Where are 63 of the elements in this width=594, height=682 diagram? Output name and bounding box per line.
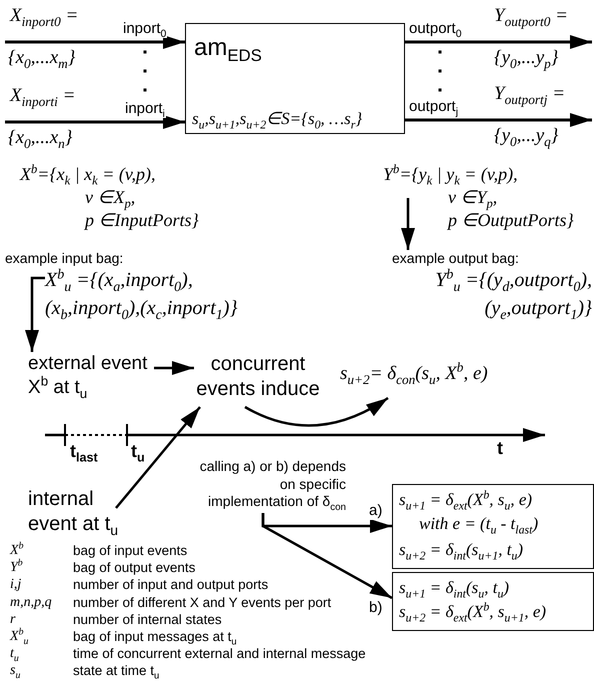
port-formula: {y$_{0}$,...y$_{p}$} xyxy=(494,48,558,69)
arrow xyxy=(244,396,389,427)
edge-label: a) xyxy=(368,503,384,520)
arrow xyxy=(401,198,415,250)
port-formula: {y$_{0}$,...y$_{q}$} xyxy=(494,126,558,147)
state-set: s$_{u}$,s$_{u+1}$,s$_{u+2}$∈S={s$_{0}$, …s$_{r}$} xyxy=(192,108,362,129)
bag-formula: X$^{b}$$_{u}$ ={(x$_{a}$,inport$_{0}$), (x$_{b}$,inport$_{0}$),(x$_{c}$,inport$_{1}$)} xyxy=(45,266,238,322)
description-text: bag of input events xyxy=(73,543,188,558)
arrow xyxy=(405,35,592,49)
axis-label: t xyxy=(497,438,503,459)
edge-label: inport$_{0}$ xyxy=(122,21,168,38)
event-label: internal event at t$_{u}$ xyxy=(28,487,138,543)
event-label: external event X$^{b}$ at t$_{u}$ xyxy=(28,352,154,408)
example-heading: example input bag: xyxy=(5,250,124,266)
description-text: bag of output events xyxy=(73,560,196,576)
description-text: bag of input messages at t$_{u}$ xyxy=(73,629,237,644)
case-box xyxy=(392,484,594,569)
description-text: state at time t$_{u}$ xyxy=(73,663,160,678)
arrow xyxy=(5,35,185,49)
formula: s$_{u+2}$ = δ$_{ext}$(X$^{b}$, s$_{u+1}$, e) xyxy=(399,600,548,624)
symbol-text: r xyxy=(10,612,16,628)
axis-label: t$_{last}$ xyxy=(70,441,98,462)
formula: s$_{u+2}$= δ$_{con}$(s$_{u}$, X$^{b}$, e) xyxy=(340,362,525,398)
port-formula: X$_{inport}$$_{i}$ = xyxy=(10,86,76,107)
model-name: am$_{EDS}$ xyxy=(194,34,262,62)
formula: with e = (t$_{u}$ - t$_{last}$) xyxy=(418,513,540,536)
symbol-text: s$_{u}$ xyxy=(10,663,20,680)
edge-label: b) xyxy=(368,600,384,616)
description-text: number of internal states xyxy=(73,612,222,627)
symbol-text: i,j xyxy=(10,577,22,594)
set-definition: X$^{b}$={x$_{k}$ | x$_{k}$ = (v,p), v ∈X$_{p}$, p ∈InputPorts} xyxy=(20,163,250,235)
arrow xyxy=(5,115,185,129)
event-label: concurrent events induce xyxy=(194,352,322,407)
arrow xyxy=(154,361,194,375)
port-formula: {x$_{0}$,...x$_{n}$} xyxy=(8,128,72,149)
formula: s$_{u+1}$ = δ$_{int}$(s$_{u}$, t$_{u}$) xyxy=(399,577,510,600)
symbol-text: X$^{b}$ xyxy=(10,543,24,558)
edge-label: outport$_{j}$ xyxy=(408,99,460,116)
example-heading: example output bag: xyxy=(392,250,520,266)
edge-label: outport$_{0}$ xyxy=(408,21,463,38)
bag-formula: Y$^{b}$$_{u}$ ={(y$_{d}$,outport$_{0}$), (y$_{e}$,outport$_{1}$)} xyxy=(434,266,592,322)
arrow xyxy=(405,113,592,127)
description-text: number of input and output ports xyxy=(73,577,268,592)
description-text: time of concurrent external and internal message xyxy=(73,646,366,662)
formula: s$_{u+2}$ = δ$_{int}$(s$_{u+1}$, t$_{u}$) xyxy=(399,539,524,562)
symbol-text: t$_{u}$ xyxy=(10,646,19,662)
case-box xyxy=(392,572,594,631)
symbol-text: Y$^{b}$ xyxy=(10,560,23,576)
arrow xyxy=(115,406,201,509)
symbol-text: m,n,p,q xyxy=(10,594,52,611)
arrow xyxy=(25,276,45,352)
edge-label: inport$_{i}$ xyxy=(124,101,166,118)
note-text: calling a) or b) depends on specific implementation of δ$_{con}$ xyxy=(194,458,346,513)
set-definition: Y$^{b}$={y$_{k}$ | y$_{k}$ = (v,p), v ∈Y$_{p}$, p ∈OutputPorts} xyxy=(383,163,594,235)
port-formula: Y$_{outport}$$_{j}$ = xyxy=(494,84,566,105)
model-box xyxy=(185,23,405,134)
port-formula: Y$_{outport}$$_{0}$ = xyxy=(494,6,568,27)
port-formula: {x$_{0}$,...x$_{m}$} xyxy=(8,48,76,69)
description-text: number of different X and Y events per port xyxy=(73,594,332,610)
arrow xyxy=(262,513,393,600)
formula: s$_{u+1}$ = δ$_{ext}$(X$^{b}$, s$_{u}$, e) xyxy=(399,488,534,512)
port-formula: X$_{inport}$$_{0}$ = xyxy=(10,6,78,27)
axis-label: t$_{u}$ xyxy=(131,441,145,462)
